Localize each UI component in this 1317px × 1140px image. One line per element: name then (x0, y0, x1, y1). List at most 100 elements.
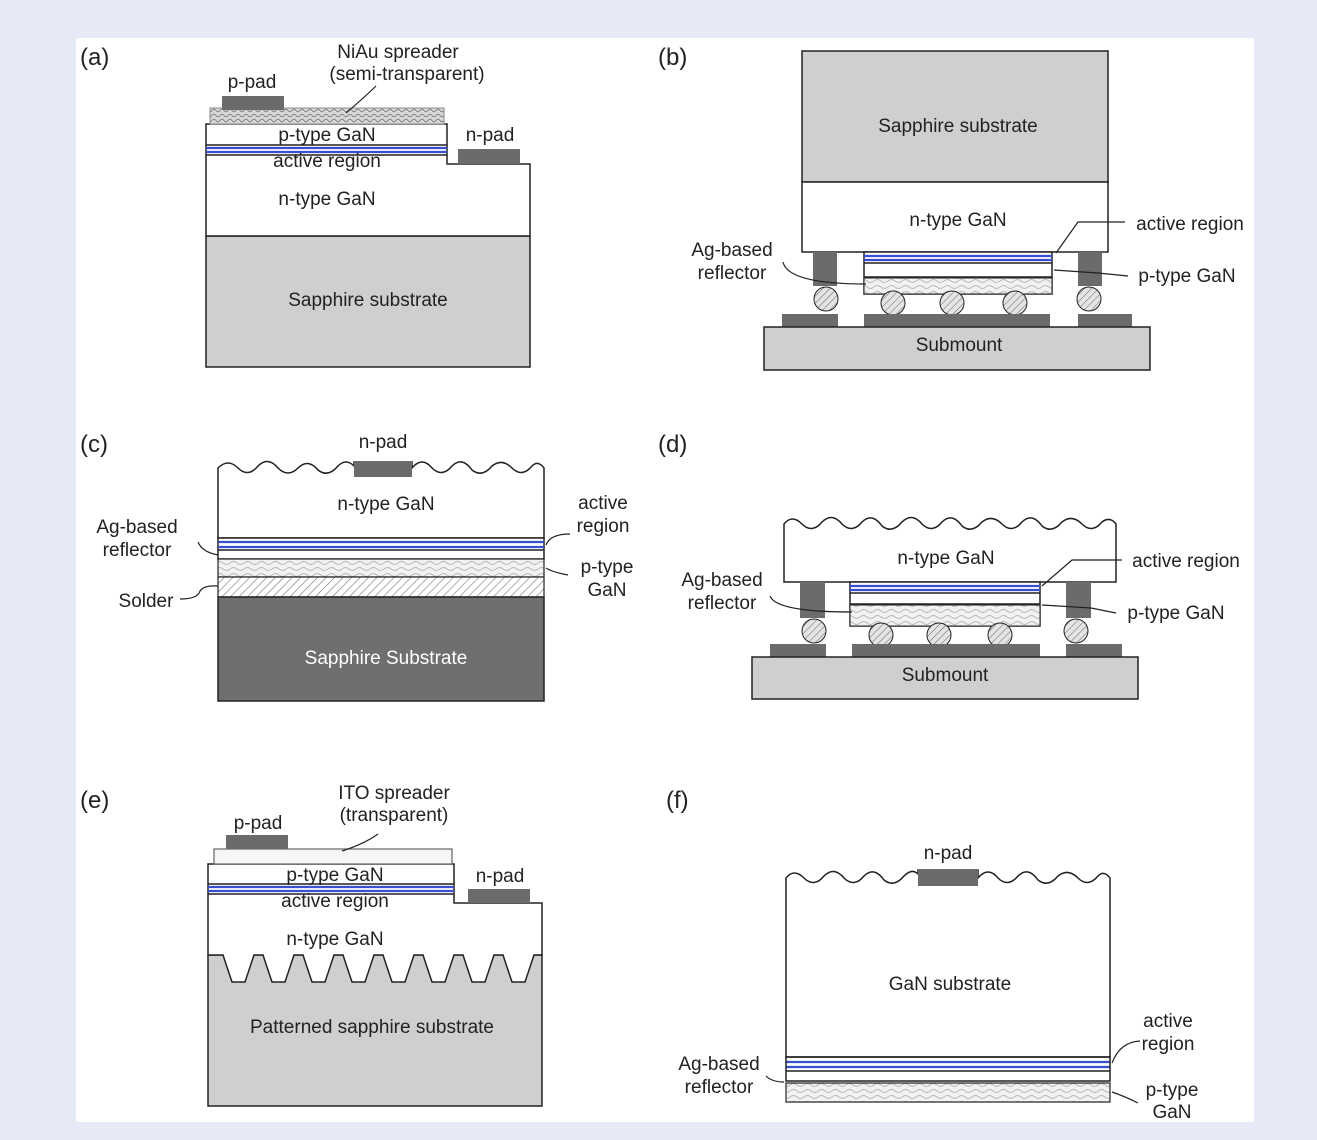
solder-ball (1076, 286, 1102, 312)
n-pad (918, 869, 978, 886)
n-contact (800, 582, 825, 618)
n-type-gan-layer (783, 516, 1117, 583)
panel-e-label: (e) (80, 787, 109, 814)
sapphire-substrate (801, 50, 1109, 183)
submount-label: Submount (916, 335, 1003, 356)
p-type-gan-layer (785, 1082, 1111, 1103)
panel-e: (e) ITO spreader (transparent) p-pad n-p… (80, 783, 543, 1107)
submount-pad (770, 644, 826, 657)
submount (763, 326, 1151, 371)
active-region-leader (1041, 559, 1122, 587)
niau-spreader (209, 107, 445, 125)
active-region-leader (1055, 221, 1125, 254)
panel-c: (c) n-pad n-type GaN active region Ag-ba… (80, 431, 634, 702)
reflector-leader (765, 1075, 785, 1083)
p-type-leader (545, 567, 569, 576)
reflector-leader (782, 261, 867, 285)
ito-spreader-label: ITO spreader (338, 783, 450, 804)
n-type-gan-label: n-type GaN (897, 548, 994, 569)
gan-substrate-label: GaN substrate (889, 974, 1012, 995)
p-type-leader (1053, 269, 1129, 277)
panel-b: (b) Sapphire substrate n-type GaN active… (658, 44, 1244, 371)
p-pad (222, 96, 284, 110)
solder-layer (217, 576, 545, 598)
sapphire-substrate-label: Sapphire Substrate (305, 648, 468, 669)
sapphire-substrate (205, 235, 531, 368)
semi-transparent-label: (semi-transparent) (329, 64, 484, 85)
submount-pad (1078, 314, 1132, 327)
submount-pad (852, 644, 1040, 657)
active-region-label: active region (1132, 551, 1240, 572)
p-type-label-1: p-type (1146, 1080, 1199, 1101)
panel-a-label: (a) (80, 44, 109, 71)
panel-d-label: (d) (658, 431, 687, 458)
solder-ball (801, 618, 827, 644)
ag-reflector-label-1: Ag-based (691, 240, 772, 261)
reflector-leader (197, 541, 219, 556)
n-pad-label: n-pad (476, 866, 525, 887)
n-contact (1066, 582, 1091, 618)
n-contact (1078, 252, 1102, 286)
n-type-gan-label: n-type GaN (909, 210, 1006, 231)
active-label-1: active (1143, 1011, 1193, 1032)
p-type-gan-layer (217, 558, 545, 578)
ag-reflector-label-2: reflector (688, 593, 757, 614)
n-pad (468, 889, 530, 903)
ag-reflector-label-1: Ag-based (678, 1054, 759, 1075)
active-region-layer (785, 1056, 1111, 1082)
solder-ball (1002, 290, 1028, 316)
ag-reflector-label-2: reflector (698, 263, 767, 284)
submount-label: Submount (902, 665, 989, 686)
ag-reflector-label-1: Ag-based (681, 570, 762, 591)
active-leader (545, 533, 571, 546)
n-type-gan-label: n-type GaN (286, 929, 383, 950)
n-pad-label: n-pad (466, 125, 515, 146)
ito-spreader (213, 848, 453, 865)
submount-pad (782, 314, 838, 327)
n-pad (458, 149, 520, 164)
panel-a: (a) NiAu spreader (semi-transparent) p-p… (80, 42, 531, 368)
reflector-leader (769, 595, 853, 613)
p-type-label-1: p-type (581, 557, 634, 578)
ag-reflector-label-1: Ag-based (96, 517, 177, 538)
led-structures-figure: (a) NiAu spreader (semi-transparent) p-p… (76, 38, 1254, 1122)
p-type-label-2: GaN (587, 580, 626, 601)
active-label-2: region (1142, 1034, 1195, 1055)
ag-reflector-label-2: reflector (685, 1077, 754, 1098)
p-type-leader (1041, 604, 1117, 614)
solder-ball (1063, 618, 1089, 644)
submount (751, 656, 1139, 700)
solder-ball (868, 622, 894, 648)
active-region-label: active region (273, 151, 381, 172)
p-type-gan-label: p-type GaN (1127, 603, 1224, 624)
sapphire-substrate-label: Sapphire substrate (878, 116, 1038, 137)
solder-ball (987, 622, 1013, 648)
gan-substrate (785, 869, 1111, 1058)
p-type-leader (1111, 1091, 1139, 1104)
transparent-label: (transparent) (340, 805, 449, 826)
ito-leader-line (341, 833, 379, 852)
active-region-label: active region (281, 891, 389, 912)
sapphire-substrate (217, 596, 545, 702)
sapphire-substrate-label: Sapphire substrate (288, 290, 448, 311)
niau-leader-line (345, 85, 377, 114)
p-pad (226, 835, 288, 849)
panel-d: (d) n-type GaN active region Ag-based re… (658, 431, 1240, 700)
submount-pad (864, 314, 1050, 327)
active-leader (1111, 1040, 1141, 1064)
niau-label: NiAu spreader (337, 42, 459, 63)
p-type-gan-label: p-type GaN (286, 865, 383, 886)
n-pad (354, 461, 412, 477)
solder-ball (813, 286, 839, 312)
p-type-gan-label: p-type GaN (1138, 266, 1235, 287)
panel-f: (f) n-pad GaN substrate active region Ag… (666, 787, 1198, 1122)
panel-b-label: (b) (658, 44, 687, 71)
ag-reflector-label-2: reflector (103, 540, 172, 561)
p-type-label-2: GaN (1152, 1102, 1191, 1122)
n-pad-label: n-pad (924, 843, 973, 864)
n-type-gan-label: n-type GaN (278, 189, 375, 210)
solder-ball (939, 290, 965, 316)
p-pad-label: p-pad (234, 813, 283, 834)
active-label-1: active (578, 493, 628, 514)
solder-leader (179, 585, 219, 600)
